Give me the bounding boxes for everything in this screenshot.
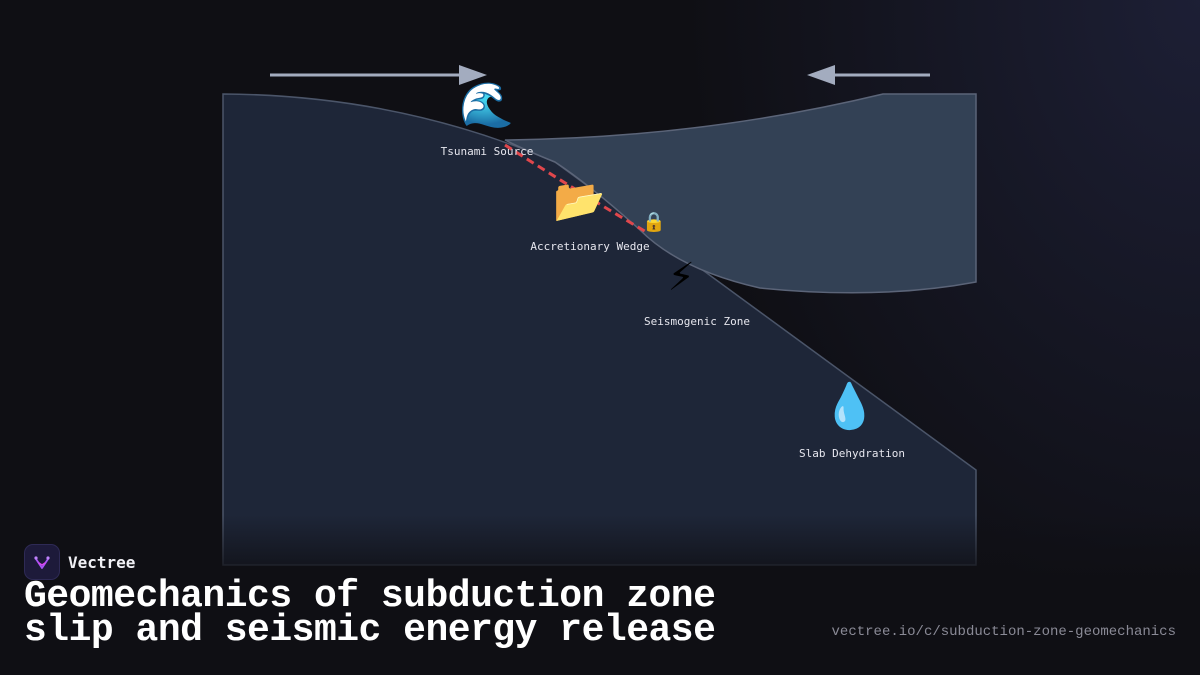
convergence-arrowhead-left [807,65,835,85]
brand: Vectree [24,544,135,580]
vectree-logo-icon [24,544,60,580]
convergence-arrowhead-right [459,65,487,85]
seismogenic-zone-label: Seismogenic Zone [644,315,750,328]
page-title: Geomechanics of subduction zone slip and… [24,575,716,652]
source-url: vectree.io/c/subduction-zone-geomechanic… [831,624,1176,640]
slab-dehydration-label: Slab Dehydration [799,447,905,460]
overriding-plate [504,93,977,294]
fault-line [504,143,649,235]
wave-icon: 🌊 [459,80,514,131]
tsunami-source-label: Tsunami Source [441,145,534,158]
folder-icon: 📂 [553,176,606,225]
brand-name: Vectree [68,552,136,572]
accretionary-wedge-label: Accretionary Wedge [530,240,649,253]
droplet-icon: 💧 [822,381,877,432]
lightning-icon: ⚡ [668,250,695,301]
bottom-fade [0,515,1200,675]
lock-icon: 🔒 [642,211,666,233]
